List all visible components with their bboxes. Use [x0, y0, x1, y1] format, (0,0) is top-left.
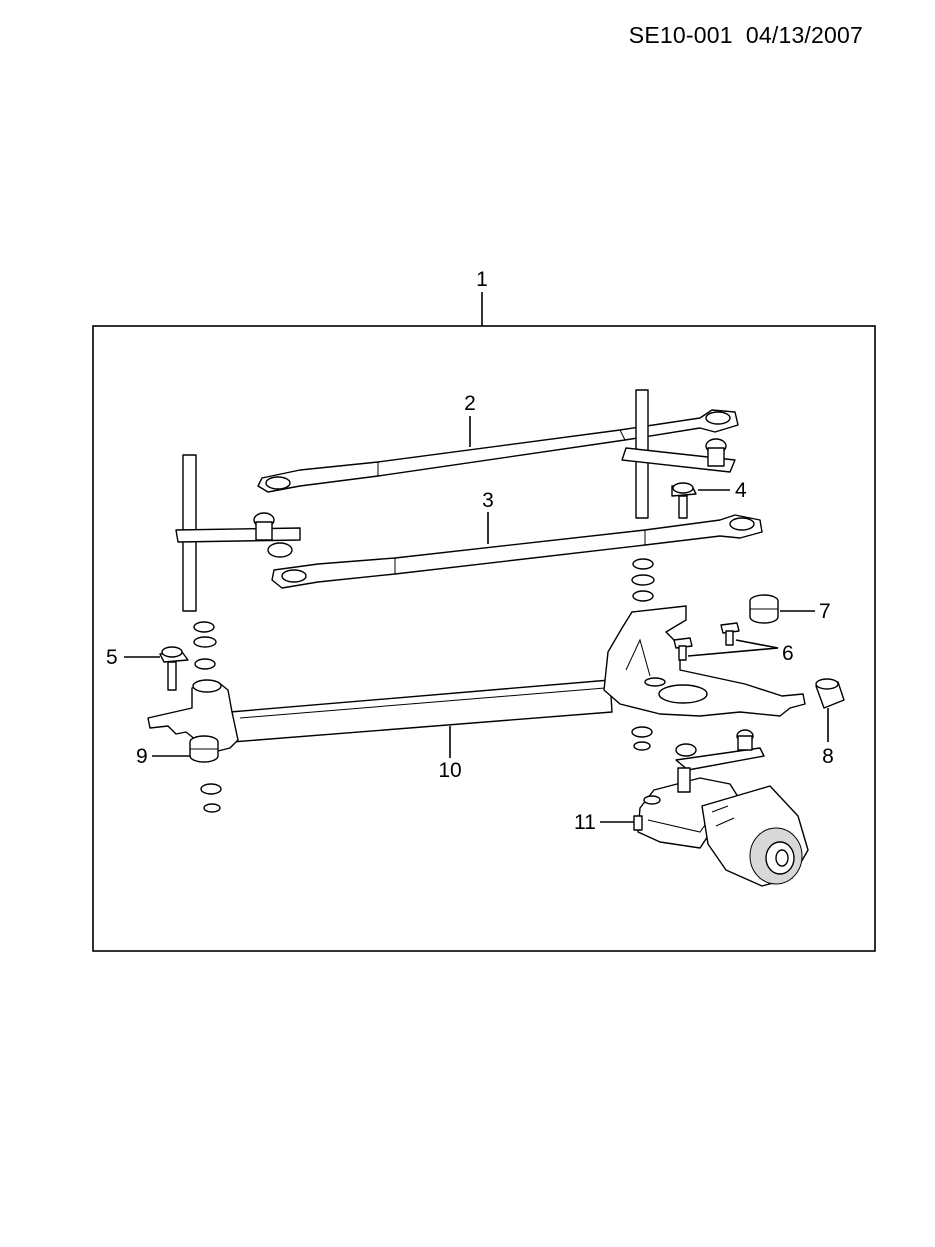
- diagram-code: SE10-001: [628, 22, 733, 48]
- part-11-wiper-motor: [633, 729, 809, 887]
- assembly-frame: [92, 325, 876, 952]
- callout-2-label: 2: [464, 392, 476, 415]
- part-4-bolt: [671, 482, 697, 519]
- callout-3-label: 3: [482, 489, 494, 512]
- right-pivot-shaft: [621, 389, 736, 519]
- callout-11-label: 11: [574, 811, 596, 834]
- callout-6-leader-b: [735, 639, 779, 649]
- part-9-grommet: [189, 735, 219, 763]
- left-washer-stack: [193, 621, 222, 813]
- callout-5-label: 5: [106, 646, 118, 669]
- callout-1-label: 1: [476, 268, 488, 291]
- left-pivot-shaft: [175, 454, 301, 612]
- part-5-bolt: [159, 646, 189, 691]
- diagram-reference-code: SE10-001 04/13/2007: [629, 22, 863, 49]
- part-6-bolts: [673, 622, 740, 661]
- callout-8-label: 8: [822, 745, 834, 768]
- part-8-bushing: [815, 678, 845, 709]
- callout-6-leader-a: [687, 647, 779, 657]
- callout-10-label: 10: [438, 759, 461, 782]
- part-7-grommet: [749, 594, 779, 624]
- diagram-date: 04/13/2007: [745, 22, 863, 48]
- part-10-frame-tube: [147, 605, 806, 753]
- part-3-lower-link-rod: [271, 514, 763, 589]
- callout-4-label: 4: [735, 479, 747, 502]
- part-2-upper-link-rod: [257, 409, 739, 493]
- callout-6-label: 6: [782, 642, 794, 665]
- right-washer-stack: [631, 558, 655, 751]
- callout-9-label: 9: [136, 745, 148, 768]
- callout-7-label: 7: [819, 600, 831, 623]
